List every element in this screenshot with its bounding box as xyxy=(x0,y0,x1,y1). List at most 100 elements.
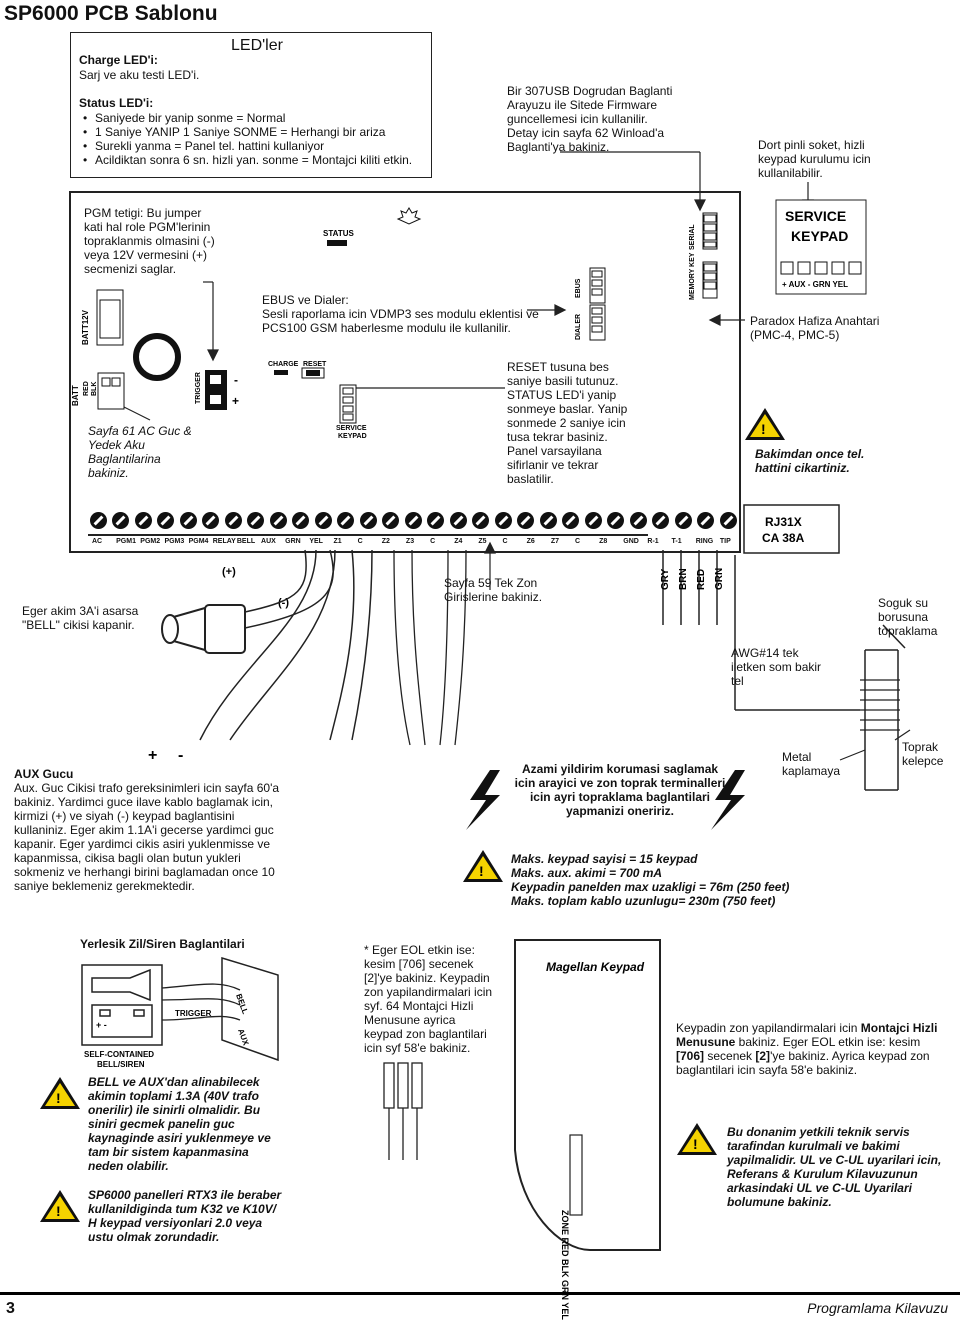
callout-line: Yedek Aku xyxy=(88,438,145,452)
svg-text:BATT: BATT xyxy=(71,385,80,406)
callout-line: saniye basili tutunuz. xyxy=(507,374,619,388)
terminal-screw xyxy=(674,512,692,529)
terminal-screw xyxy=(427,512,445,529)
callout-line: kullanilabilir. xyxy=(758,166,823,180)
callout-line: Baglanti'ya bakiniz. xyxy=(507,140,610,154)
callout-line: AWG#14 tek xyxy=(731,646,799,660)
callout-line: Detay icin sayfa 62 Winload'a xyxy=(507,126,665,140)
svg-text:RED: RED xyxy=(696,569,707,590)
terminal-label: Z4 xyxy=(454,538,463,545)
terminal-screw xyxy=(247,512,265,529)
callout-line: zon yapilandirmalari icin xyxy=(364,985,493,999)
callout-line: BELL ve AUX'dan alinabilecek xyxy=(88,1075,260,1089)
svg-text:SERVICE: SERVICE xyxy=(336,425,367,432)
keypad-zone-callout: Keypadin zon yapilandirmalari icin Monta… xyxy=(676,1021,951,1077)
callout-line: Bu donanim yetkili teknik servis xyxy=(727,1125,910,1139)
bell-callout: Eger akim 3A'i asarsa "BELL" cikisi kapa… xyxy=(22,604,138,632)
ebus-callout: EBUS ve Dialer: Sesli raporlama icin VDM… xyxy=(262,293,539,335)
text-span: 'ye bakiniz. Ayrica keypad zon xyxy=(770,1049,930,1063)
callout-line: Bir 307USB Dogrudan Baglanti xyxy=(507,84,673,98)
awg-callout: AWG#14 tek iletken som bakir tel xyxy=(731,646,821,688)
text-span: bakiniz. Eger EOL etkin ise: kesim xyxy=(735,1035,921,1049)
svg-text:!: ! xyxy=(693,1136,698,1152)
terminal-screw xyxy=(517,512,535,529)
page-number: 3 xyxy=(6,1300,15,1317)
callout-line: keypad kurulumu icin xyxy=(758,152,871,166)
callout-line: hattini cikartiniz. xyxy=(755,461,850,475)
callout-line: sifirlanir ve tekrar xyxy=(507,458,599,472)
text-span: Keypadin zon yapilandirmalari icin xyxy=(676,1021,861,1035)
callout-line: tam bir sistem kapanmasina xyxy=(88,1145,249,1159)
terminal-label: C xyxy=(502,538,508,545)
callout-line: akimin toplami 1.3A (40V trafo xyxy=(88,1089,259,1103)
callout-line: kirmizi (+) ve siyah (-) keypad baglanti… xyxy=(14,809,235,823)
terminal-label: Z1 xyxy=(333,538,342,545)
svg-text:(+): (+) xyxy=(222,566,236,578)
terminal-label: Z8 xyxy=(599,538,608,545)
caution-callout: Bakimdan once tel. hattini cikartiniz. xyxy=(755,447,864,475)
callout-line: keypad zon baglantilari xyxy=(364,1027,487,1041)
callout-line: kapanmissa, cikisa bagli olan butun yukl… xyxy=(14,851,241,865)
svg-text:+ -: + - xyxy=(96,1020,107,1030)
callout-line: Girislerine bakiniz. xyxy=(444,590,543,604)
metal-callout: Metal kaplamaya xyxy=(782,750,840,778)
terminal-screw xyxy=(472,512,490,529)
callout-line: [2]'ye bakiniz. Keypadin xyxy=(364,971,490,985)
terminal-screw xyxy=(584,512,602,529)
terminal-label: GND xyxy=(623,538,639,545)
warning-icons: ! ! ! ! ! xyxy=(40,408,785,1222)
callout-line: (PMC-4, PMC-5) xyxy=(750,328,840,342)
callout-line: kapanir. Eger yardimci cikis asiri yukle… xyxy=(14,837,271,851)
callout-line: RESET tusuna bes xyxy=(507,360,609,374)
callout-line: Paradox Hafiza Anahtari xyxy=(750,314,880,328)
terminal-label: Z3 xyxy=(405,538,415,545)
status-led-item: Surekli yanma = Panel tel. hattini kulla… xyxy=(79,139,412,153)
callout-line: guncellemesi icin kullanilir. xyxy=(507,112,648,126)
terminal-label: BELL xyxy=(236,538,256,545)
terminal-label: PGM1 xyxy=(116,538,136,545)
terminal-label: YEL xyxy=(309,538,323,545)
terminal-screw xyxy=(314,512,332,529)
callout-line: Maks. toplam kablo uzunlugu= 230m (750 f… xyxy=(511,894,776,908)
usb-callout: Bir 307USB Dogrudan Baglanti Arayuzu ile… xyxy=(507,84,672,154)
terminal-label: PGM2 xyxy=(140,538,161,545)
terminal-screw xyxy=(652,512,670,529)
terminal-screw xyxy=(449,512,467,529)
terminal-screw xyxy=(404,512,422,529)
siren-title: Yerlesik Zil/Siren Baglantilari xyxy=(80,937,245,951)
rj31x-label: RJ31X xyxy=(765,515,802,529)
aux-text: Aux. Guc Cikisi trafo gereksinimleri ici… xyxy=(14,781,279,893)
svg-text:BLK: BLK xyxy=(91,382,98,396)
callout-line: onerilir) ile sinirli olmalidir. Bu xyxy=(88,1103,261,1117)
terminal-screw xyxy=(202,512,220,529)
callout-line: Baglantilarina xyxy=(88,452,161,466)
callout-line: Referans & Kurulum Kilavuzunun xyxy=(727,1167,918,1181)
terminal-label: C xyxy=(574,538,581,545)
callout-line: Metal xyxy=(782,750,812,764)
footer-title: Programlama Kilavuzu xyxy=(807,1300,948,1316)
callout-line: icin ayri topraklama baglantilari xyxy=(529,790,711,804)
callout-line: baslatilir. xyxy=(507,472,554,486)
terminal-label: Z6 xyxy=(526,538,535,545)
callout-line: kaplamaya xyxy=(782,764,841,778)
callout-line: PGM tetigi: Bu jumper xyxy=(84,206,202,220)
terminal-screw xyxy=(359,512,377,529)
text-span: Montajci Hizli xyxy=(860,1021,938,1035)
svg-text:ZONE RED BLK GRN YEL: ZONE RED BLK GRN YEL xyxy=(560,1210,570,1320)
terminal-label: AC xyxy=(92,538,103,545)
callout-line: Soguk su xyxy=(878,596,929,610)
callout-line: PCS100 GSM haberlesme modulu ile kullani… xyxy=(262,321,511,335)
status-label: STATUS xyxy=(323,229,354,238)
callout-line: bolumune bakiniz. xyxy=(727,1195,832,1209)
text-span: [2] xyxy=(755,1049,771,1063)
callout-line: kati hal role PGM'lerinin xyxy=(84,220,211,234)
callout-line: sonmeye baslar. Yanip xyxy=(507,402,628,416)
callout-line: icin arayici ve zon toprak terminalleri xyxy=(514,776,726,790)
terminal-label: C xyxy=(357,538,363,545)
callout-line: SP6000 panelleri RTX3 ile beraber xyxy=(88,1188,282,1202)
svg-text:!: ! xyxy=(56,1203,61,1219)
terminal-strip-line xyxy=(88,534,648,536)
lightning-callout: Azami yildirim korumasi saglamak icin ar… xyxy=(500,762,740,818)
callout-line: Keypadin panelden max uzakligi = 76m (25… xyxy=(511,880,790,894)
